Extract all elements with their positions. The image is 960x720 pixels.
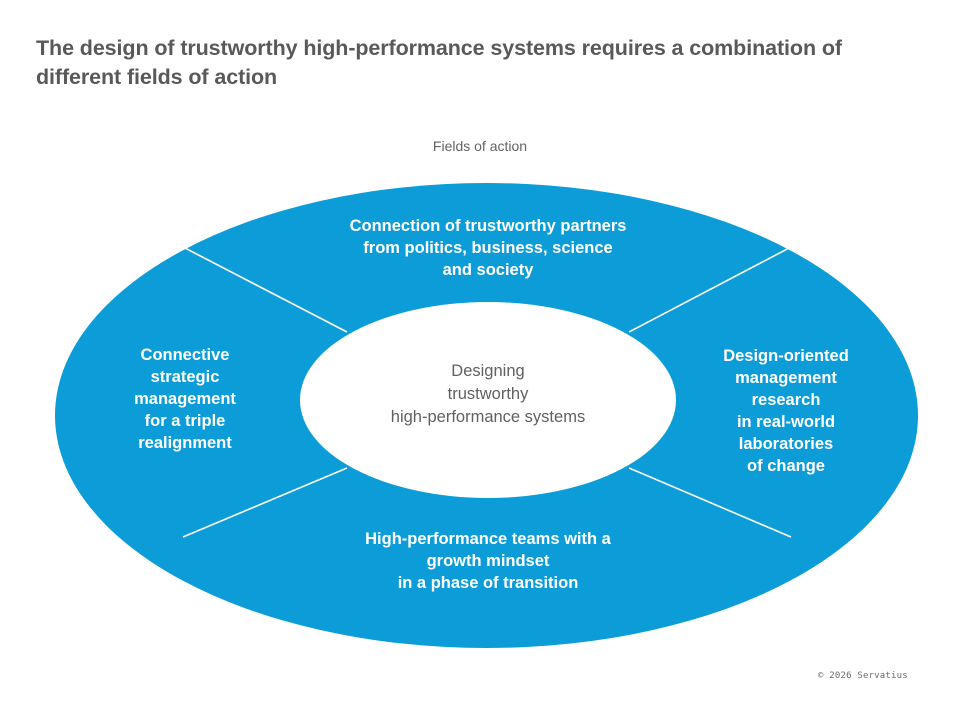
center-label: Designing trustworthy high-performance s… bbox=[390, 362, 586, 426]
divider-bottom-right bbox=[628, 467, 792, 538]
segment-label-left: Connective strategic management for a tr… bbox=[134, 346, 236, 452]
chart-label: Fields of action bbox=[432, 138, 528, 154]
segment-dividers bbox=[182, 246, 792, 538]
segment-label-right: Design-oriented management research in r… bbox=[723, 347, 849, 475]
segment-label-bottom: High-performance teams with a growth min… bbox=[365, 530, 611, 592]
copyright-notice: © 2026 Servatius bbox=[818, 671, 908, 681]
page-title: The design of trustworthy high-performan… bbox=[36, 36, 842, 89]
divider-top-right bbox=[628, 246, 792, 333]
inner-ellipse bbox=[300, 302, 676, 498]
segment-label-top: Connection of trustworthy partners from … bbox=[349, 217, 627, 279]
divider-bottom-left bbox=[182, 467, 348, 538]
divider-top-left bbox=[182, 246, 348, 333]
